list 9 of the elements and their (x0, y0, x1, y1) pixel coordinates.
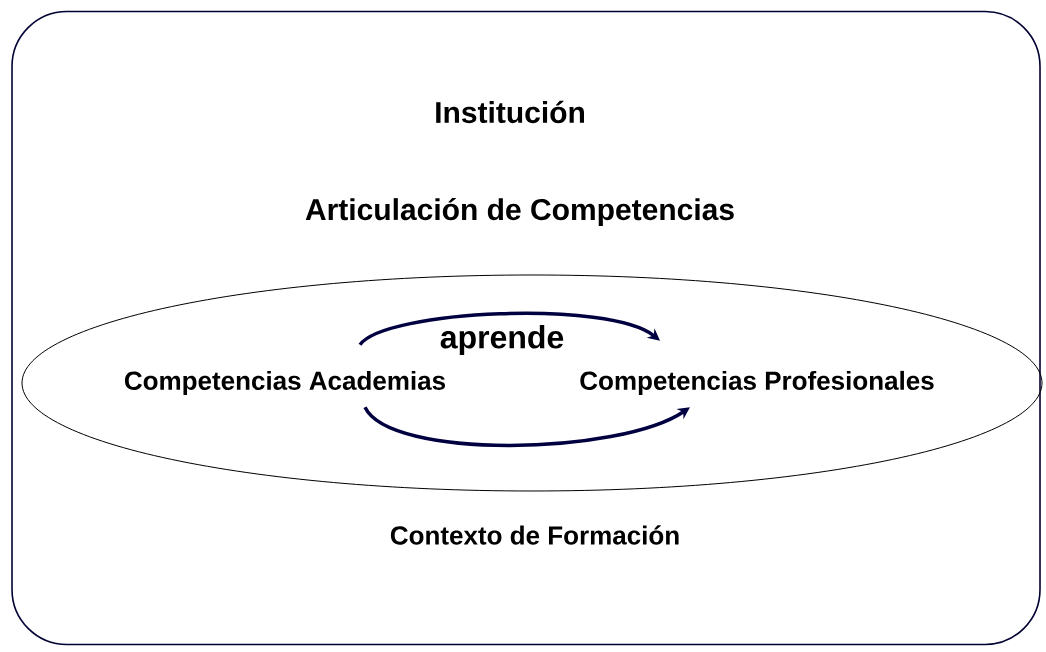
caption-text: Contexto de Formación (390, 525, 679, 545)
curved-arrow (358, 311, 660, 347)
title-text: Institución (436, 100, 584, 124)
subtitle-text: Articulación de Competencias (305, 197, 734, 227)
ellipse-shape (21, 274, 1043, 492)
edge-label: aprende (438, 324, 566, 356)
curved-arrow (363, 406, 690, 448)
node-label: Competencias Academias (124, 370, 445, 396)
node-label: Competencias Profesionales (580, 370, 934, 396)
